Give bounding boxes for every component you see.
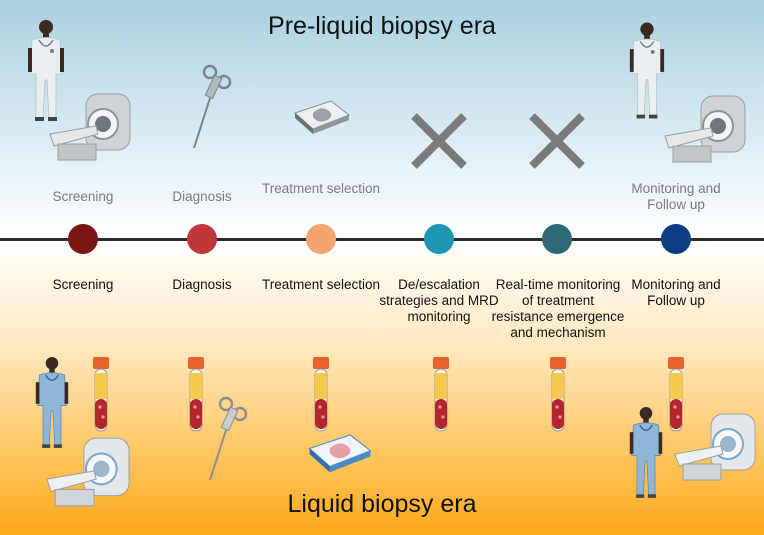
timeline-dot-treatment-selection: [306, 224, 336, 254]
bottom-label-de-escalation: De/escalation strategies and MRD monitor…: [379, 277, 499, 324]
doctor-icon: [35, 357, 69, 448]
blood-tube-icon: [188, 357, 204, 432]
biopsy-needle-icon: [193, 64, 232, 149]
blood-tube-icon: [550, 357, 566, 432]
timeline-axis: [0, 238, 764, 241]
doctor-icon: [629, 22, 665, 119]
timeline-dot-de-escalation: [424, 224, 454, 254]
not-available-cross-icon: [411, 113, 467, 169]
timeline-dot-real-time-monitoring: [542, 224, 572, 254]
bottom-label-treatment-selection: Treatment selection: [261, 277, 381, 292]
doctor-icon: [28, 20, 64, 121]
top-label-treatment-selection: Treatment selection: [261, 181, 381, 196]
bottom-label-screening: Screening: [52, 277, 114, 292]
mri-scanner-icon: [46, 437, 130, 507]
timeline-dot-screening: [68, 224, 98, 254]
bottom-label-monitoring-follow-up: Monitoring and Follow up: [631, 277, 721, 308]
timeline-dot-monitoring-follow-up: [661, 224, 691, 254]
mri-scanner-icon: [49, 93, 131, 161]
pre-liquid-biopsy-era-title: Pre-liquid biopsy era: [268, 12, 496, 40]
bottom-label-real-time-monitoring: Real-time monitoring of treatment resist…: [491, 277, 625, 340]
blood-tube-icon: [433, 357, 449, 432]
top-label-screening: Screening: [52, 189, 114, 204]
blood-tube-icon: [668, 357, 684, 432]
blood-tube-icon: [313, 357, 329, 432]
mri-scanner-icon: [664, 95, 746, 163]
tissue-sample-icon: [308, 434, 372, 473]
mri-scanner-icon: [674, 413, 756, 481]
not-available-cross-icon: [529, 113, 585, 169]
tissue-sample-icon: [294, 100, 351, 134]
blood-tube-icon: [93, 357, 109, 432]
doctor-icon: [629, 407, 663, 498]
top-label-monitoring-follow-up: Monitoring and Follow up: [631, 181, 721, 212]
liquid-biopsy-era-title: Liquid biopsy era: [287, 490, 477, 518]
bottom-label-diagnosis: Diagnosis: [172, 277, 232, 292]
top-label-diagnosis: Diagnosis: [172, 189, 232, 204]
timeline-dot-diagnosis: [187, 224, 217, 254]
biopsy-needle-icon: [209, 396, 248, 481]
